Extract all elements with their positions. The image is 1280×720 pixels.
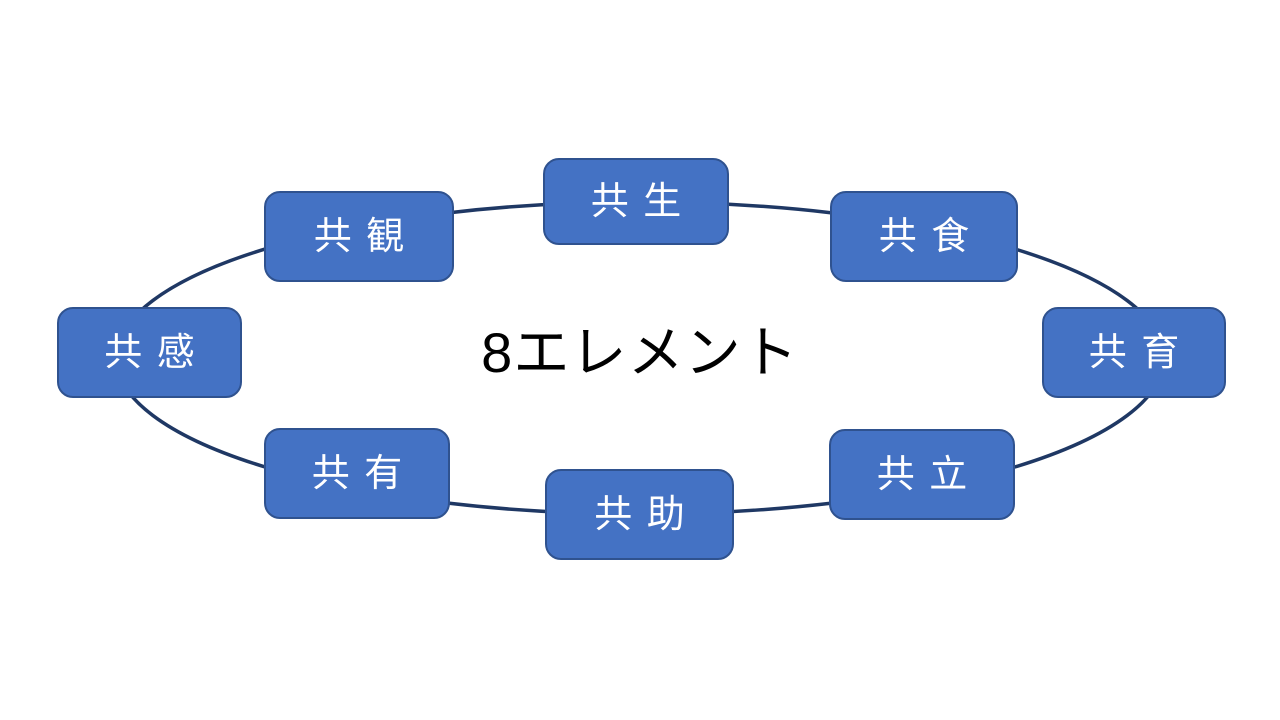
node-label: 共感 <box>104 331 210 374</box>
node-kyouritsu: 共立 <box>829 429 1015 520</box>
node-label: 共有 <box>311 452 417 495</box>
node-label: 共育 <box>1088 331 1194 374</box>
node-kyoukan-observe: 共観 <box>264 191 454 282</box>
node-kyoujo: 共助 <box>545 469 734 560</box>
node-kyouiku: 共育 <box>1042 307 1226 398</box>
node-kyoukan-empathy: 共感 <box>57 307 242 398</box>
node-label: 共観 <box>313 215 419 258</box>
node-label: 共生 <box>590 180 696 223</box>
node-label: 共助 <box>594 493 700 536</box>
diagram-title: 8エレメント <box>481 321 799 384</box>
node-label: 共食 <box>878 215 984 258</box>
node-kyoushoku: 共食 <box>830 191 1018 282</box>
node-kyousei: 共生 <box>543 158 729 245</box>
node-label: 共立 <box>876 453 982 496</box>
node-kyouyuu: 共有 <box>264 428 450 519</box>
